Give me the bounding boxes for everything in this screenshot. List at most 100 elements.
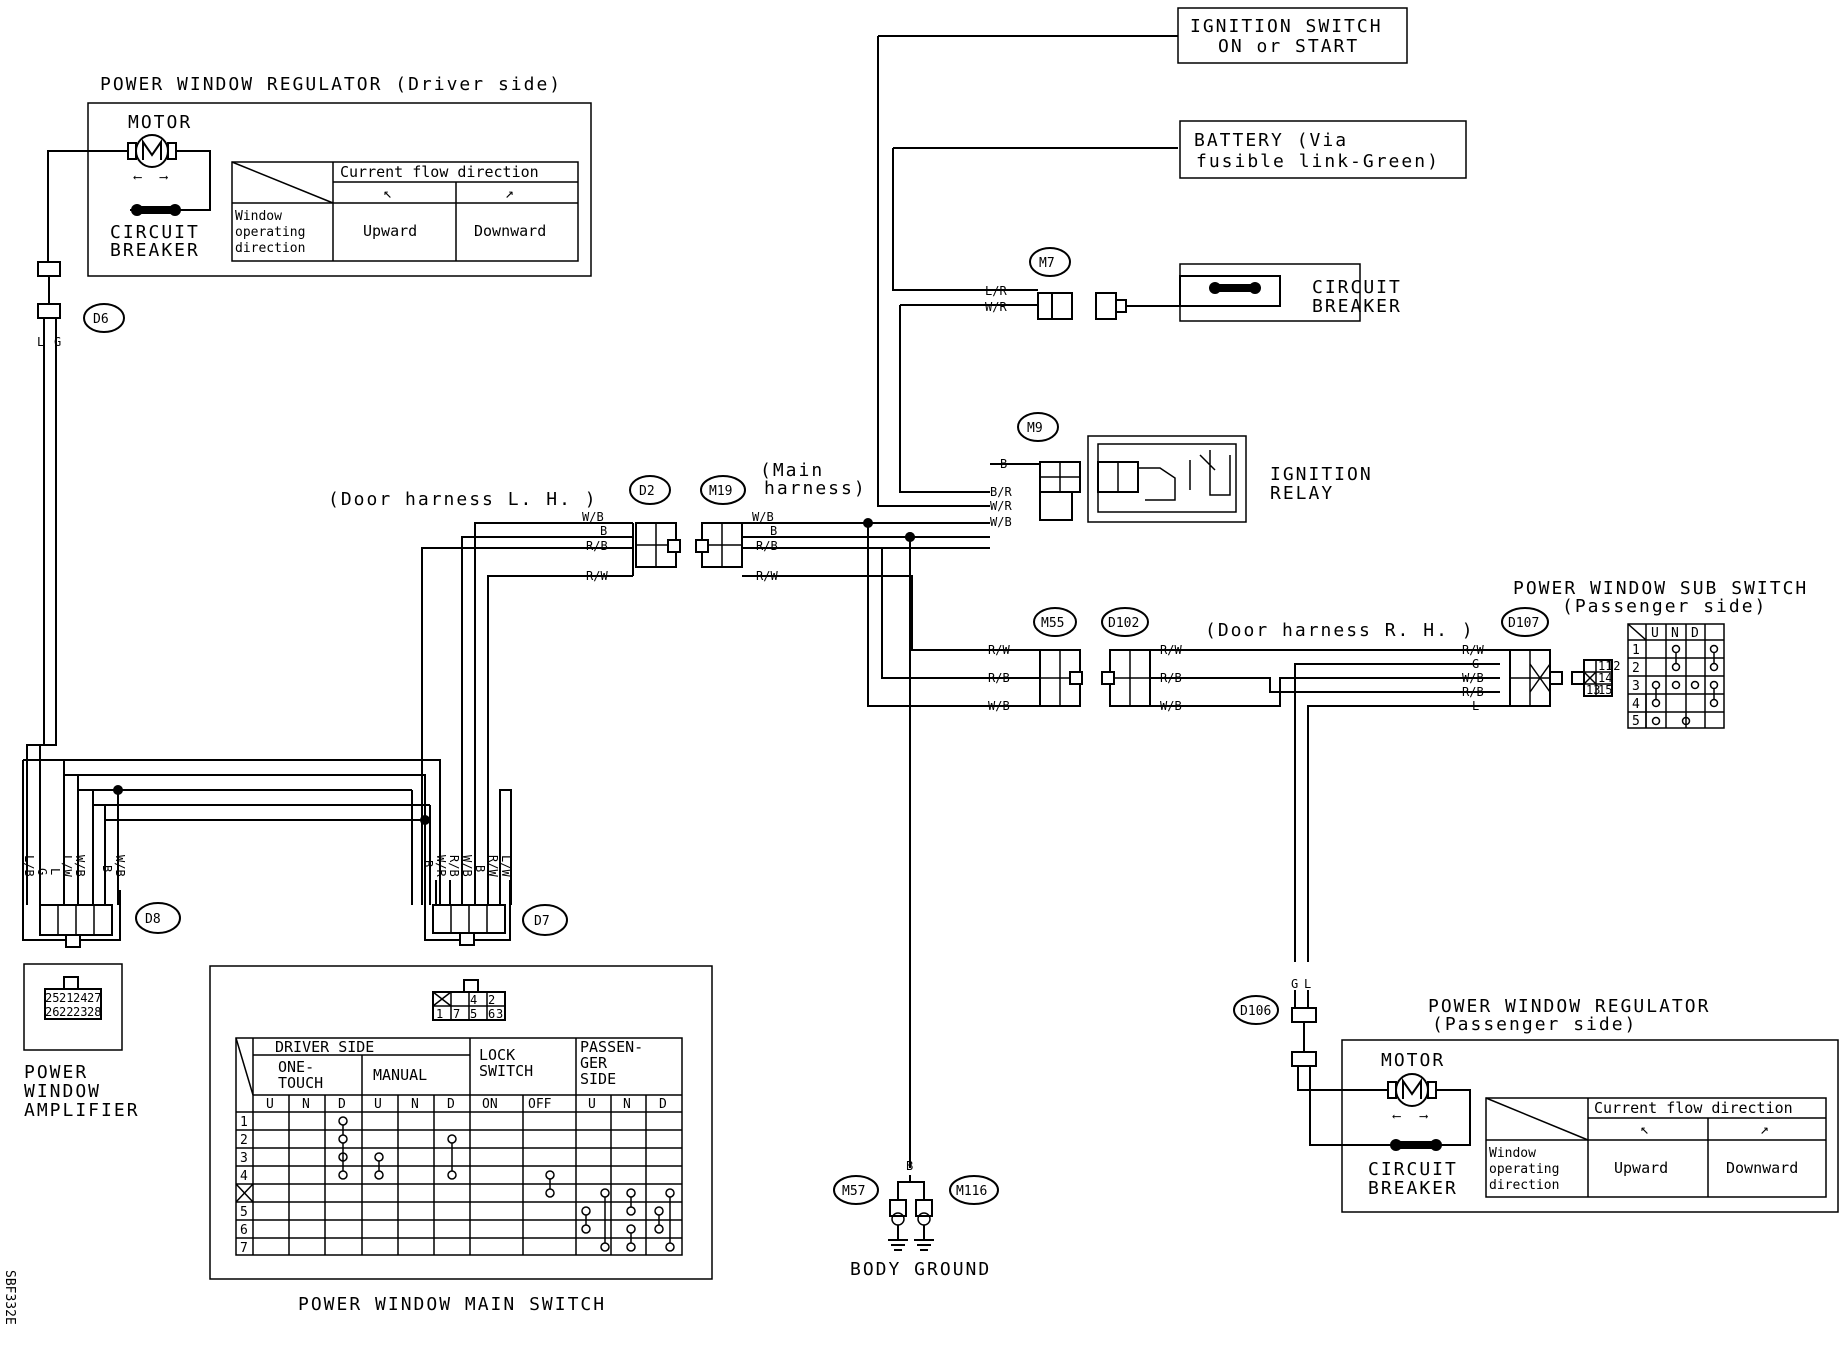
wire-d7-4: W/B (460, 855, 474, 877)
main-col-8: OFF (528, 1097, 552, 1112)
battery: BATTERY (Via fusible link-Green) (1179, 120, 1467, 179)
main-pin-7: 7 (453, 1007, 460, 1021)
wire-d107-1: R/W (1462, 643, 1484, 657)
body-ground: B M57 M116 BODY GROUND (833, 1159, 999, 1280)
wire-d6-g: G (54, 335, 61, 349)
body-ground-label: BODY GROUND (850, 1259, 991, 1280)
connector-d102-label: D102 (1108, 616, 1139, 631)
passenger-table-row-label-1: Window (1489, 1146, 1536, 1161)
main-row-7: 7 (240, 1241, 248, 1256)
wire-m55-1: R/W (988, 643, 1010, 657)
wire-d6-l: L (37, 335, 44, 349)
wire-m55-3: W/B (988, 699, 1010, 713)
m19-wire-labels: W/B B R/B R/W (752, 510, 778, 583)
ignition-relay-label-1: IGNITION (1270, 464, 1373, 485)
main-group-onetouch-2: TOUCH (278, 1074, 323, 1092)
connector-d102: D102 R/W R/B W/B (1101, 607, 1182, 713)
wire-d2-4: R/W (586, 569, 608, 583)
connector-m7-label: M7 (1039, 256, 1055, 271)
passenger-table-row-label-2: operating (1489, 1162, 1559, 1177)
main-switch-continuity (338, 1116, 675, 1252)
amplifier-pins: 25 21 24 27 26 22 23 28 (44, 988, 102, 1020)
wire-d8-5: W/B (73, 855, 87, 877)
svg-text:↗: ↗ (505, 184, 514, 202)
main-row-2: 2 (240, 1133, 248, 1148)
passenger-current-table: Current flow direction ↖↗ Window operati… (1485, 1097, 1827, 1198)
connector-d106: G L D106 (1233, 977, 1317, 1067)
sub-row-4: 4 (1632, 697, 1640, 712)
main-col-1: U (266, 1097, 274, 1112)
d2-wire-labels: W/B B R/B R/W (582, 510, 608, 583)
amp-pin-22: 22 (59, 1005, 73, 1019)
wire-d7-7: L/W (499, 855, 513, 877)
wire-d2-2: B (600, 524, 607, 538)
main-row-1: 1 (240, 1115, 248, 1130)
main-row-5: 5 (240, 1205, 248, 1220)
sub-row-3: 3 (1632, 679, 1640, 694)
door-harness-rh-label: (Door harness R. H. ) (1205, 620, 1475, 641)
connector-d7-label: D7 (534, 914, 550, 929)
main-pin-4: 4 (470, 993, 477, 1007)
main-harness-label-1: (Main (760, 460, 824, 481)
main-pin-6: 6 (488, 1007, 495, 1021)
svg-text:⟶: ⟶ (159, 170, 168, 184)
d7-wire-labels: B W/R R/B W/B B R/W L/W (421, 855, 513, 877)
passenger-table-header: Current flow direction (1594, 1099, 1793, 1117)
connector-d6-label: D6 (93, 312, 109, 327)
sub-col-u: U (1651, 626, 1659, 641)
sub-pin-11: 11 (1598, 659, 1612, 673)
main-harness-label-2: harness) (764, 478, 867, 499)
wire-d107-2: G (1472, 657, 1479, 671)
driver-table-row-label-2: operating (235, 225, 305, 240)
power-window-sub-switch: POWER WINDOW SUB SWITCH (Passenger side)… (1513, 578, 1806, 729)
main-group-manual: MANUAL (373, 1066, 427, 1084)
main-switch-columns: U N D U N D ON OFF U N D (266, 1097, 667, 1112)
connector-m7: M7 L/R W/R (985, 247, 1127, 320)
door-harness-lh-label: (Door harness L. H. ) (328, 489, 598, 510)
passenger-table-downward: Downward (1726, 1159, 1798, 1177)
wire-m7-2: W/R (985, 300, 1007, 314)
connector-m19-label: M19 (709, 484, 732, 499)
power-window-amplifier: 25 21 24 27 26 22 23 28 POWER WINDOW AMP… (23, 963, 138, 1121)
wire-m55-2: R/B (988, 671, 1010, 685)
main-row-4: 4 (240, 1169, 248, 1184)
battery-label-2: fusible link-Green) (1196, 151, 1440, 172)
ignition-switch: IGNITION SWITCH ON or START (1177, 7, 1408, 64)
circuit-breaker: CIRCUIT BREAKER (1126, 263, 1400, 322)
amp-pin-26: 26 (45, 1005, 59, 1019)
driver-regulator-title: POWER WINDOW REGULATOR (Driver side) (100, 74, 562, 95)
wire-d107-5: L (1472, 699, 1479, 713)
connector-d6: D6 L G (37, 261, 125, 349)
amplifier-label-1: POWER (24, 1062, 88, 1083)
main-col-2: N (302, 1097, 310, 1112)
wire-m19-3: R/B (756, 539, 778, 553)
driver-motor-icon (135, 134, 169, 168)
wire-ground-b: B (906, 1159, 913, 1173)
wire-d8-4: L/W (60, 855, 74, 877)
passenger-regulator: POWER WINDOW REGULATOR (Passenger side) … (1297, 996, 1839, 1213)
main-group-passenger-1: PASSEN- (580, 1038, 643, 1056)
wire-d8-7: W/B (113, 855, 127, 877)
main-col-9: U (588, 1097, 596, 1112)
wire-d8-3: L (48, 868, 62, 875)
main-group-lock-2: SWITCH (479, 1062, 533, 1080)
sub-row-1: 1 (1632, 643, 1640, 658)
driver-breaker-label-1: CIRCUIT (110, 222, 200, 243)
sub-col-d: D (1691, 626, 1699, 641)
connector-m9-label: M9 (1027, 421, 1043, 436)
main-col-5: N (411, 1097, 419, 1112)
driver-breaker-label-2: BREAKER (110, 240, 200, 261)
driver-regulator: POWER WINDOW REGULATOR (Driver side) MOT… (47, 74, 592, 277)
sub-pin-15: 15 (1598, 683, 1612, 697)
connector-m55: M55 R/W R/B W/B (982, 607, 1083, 713)
main-col-7: ON (482, 1097, 498, 1112)
connector-d106-label: D106 (1240, 1004, 1271, 1019)
main-group-passenger-3: SIDE (580, 1070, 616, 1088)
ignition-switch-label-1: IGNITION SWITCH (1190, 16, 1383, 37)
passenger-breaker-icon (1396, 1141, 1436, 1149)
wire-d8-6: B (100, 865, 114, 872)
wire-m9-3: W/R (990, 499, 1012, 513)
sub-pin-13: 13 (1586, 683, 1600, 697)
amp-pin-23: 23 (73, 1005, 87, 1019)
connector-d7: D7 (424, 880, 568, 946)
